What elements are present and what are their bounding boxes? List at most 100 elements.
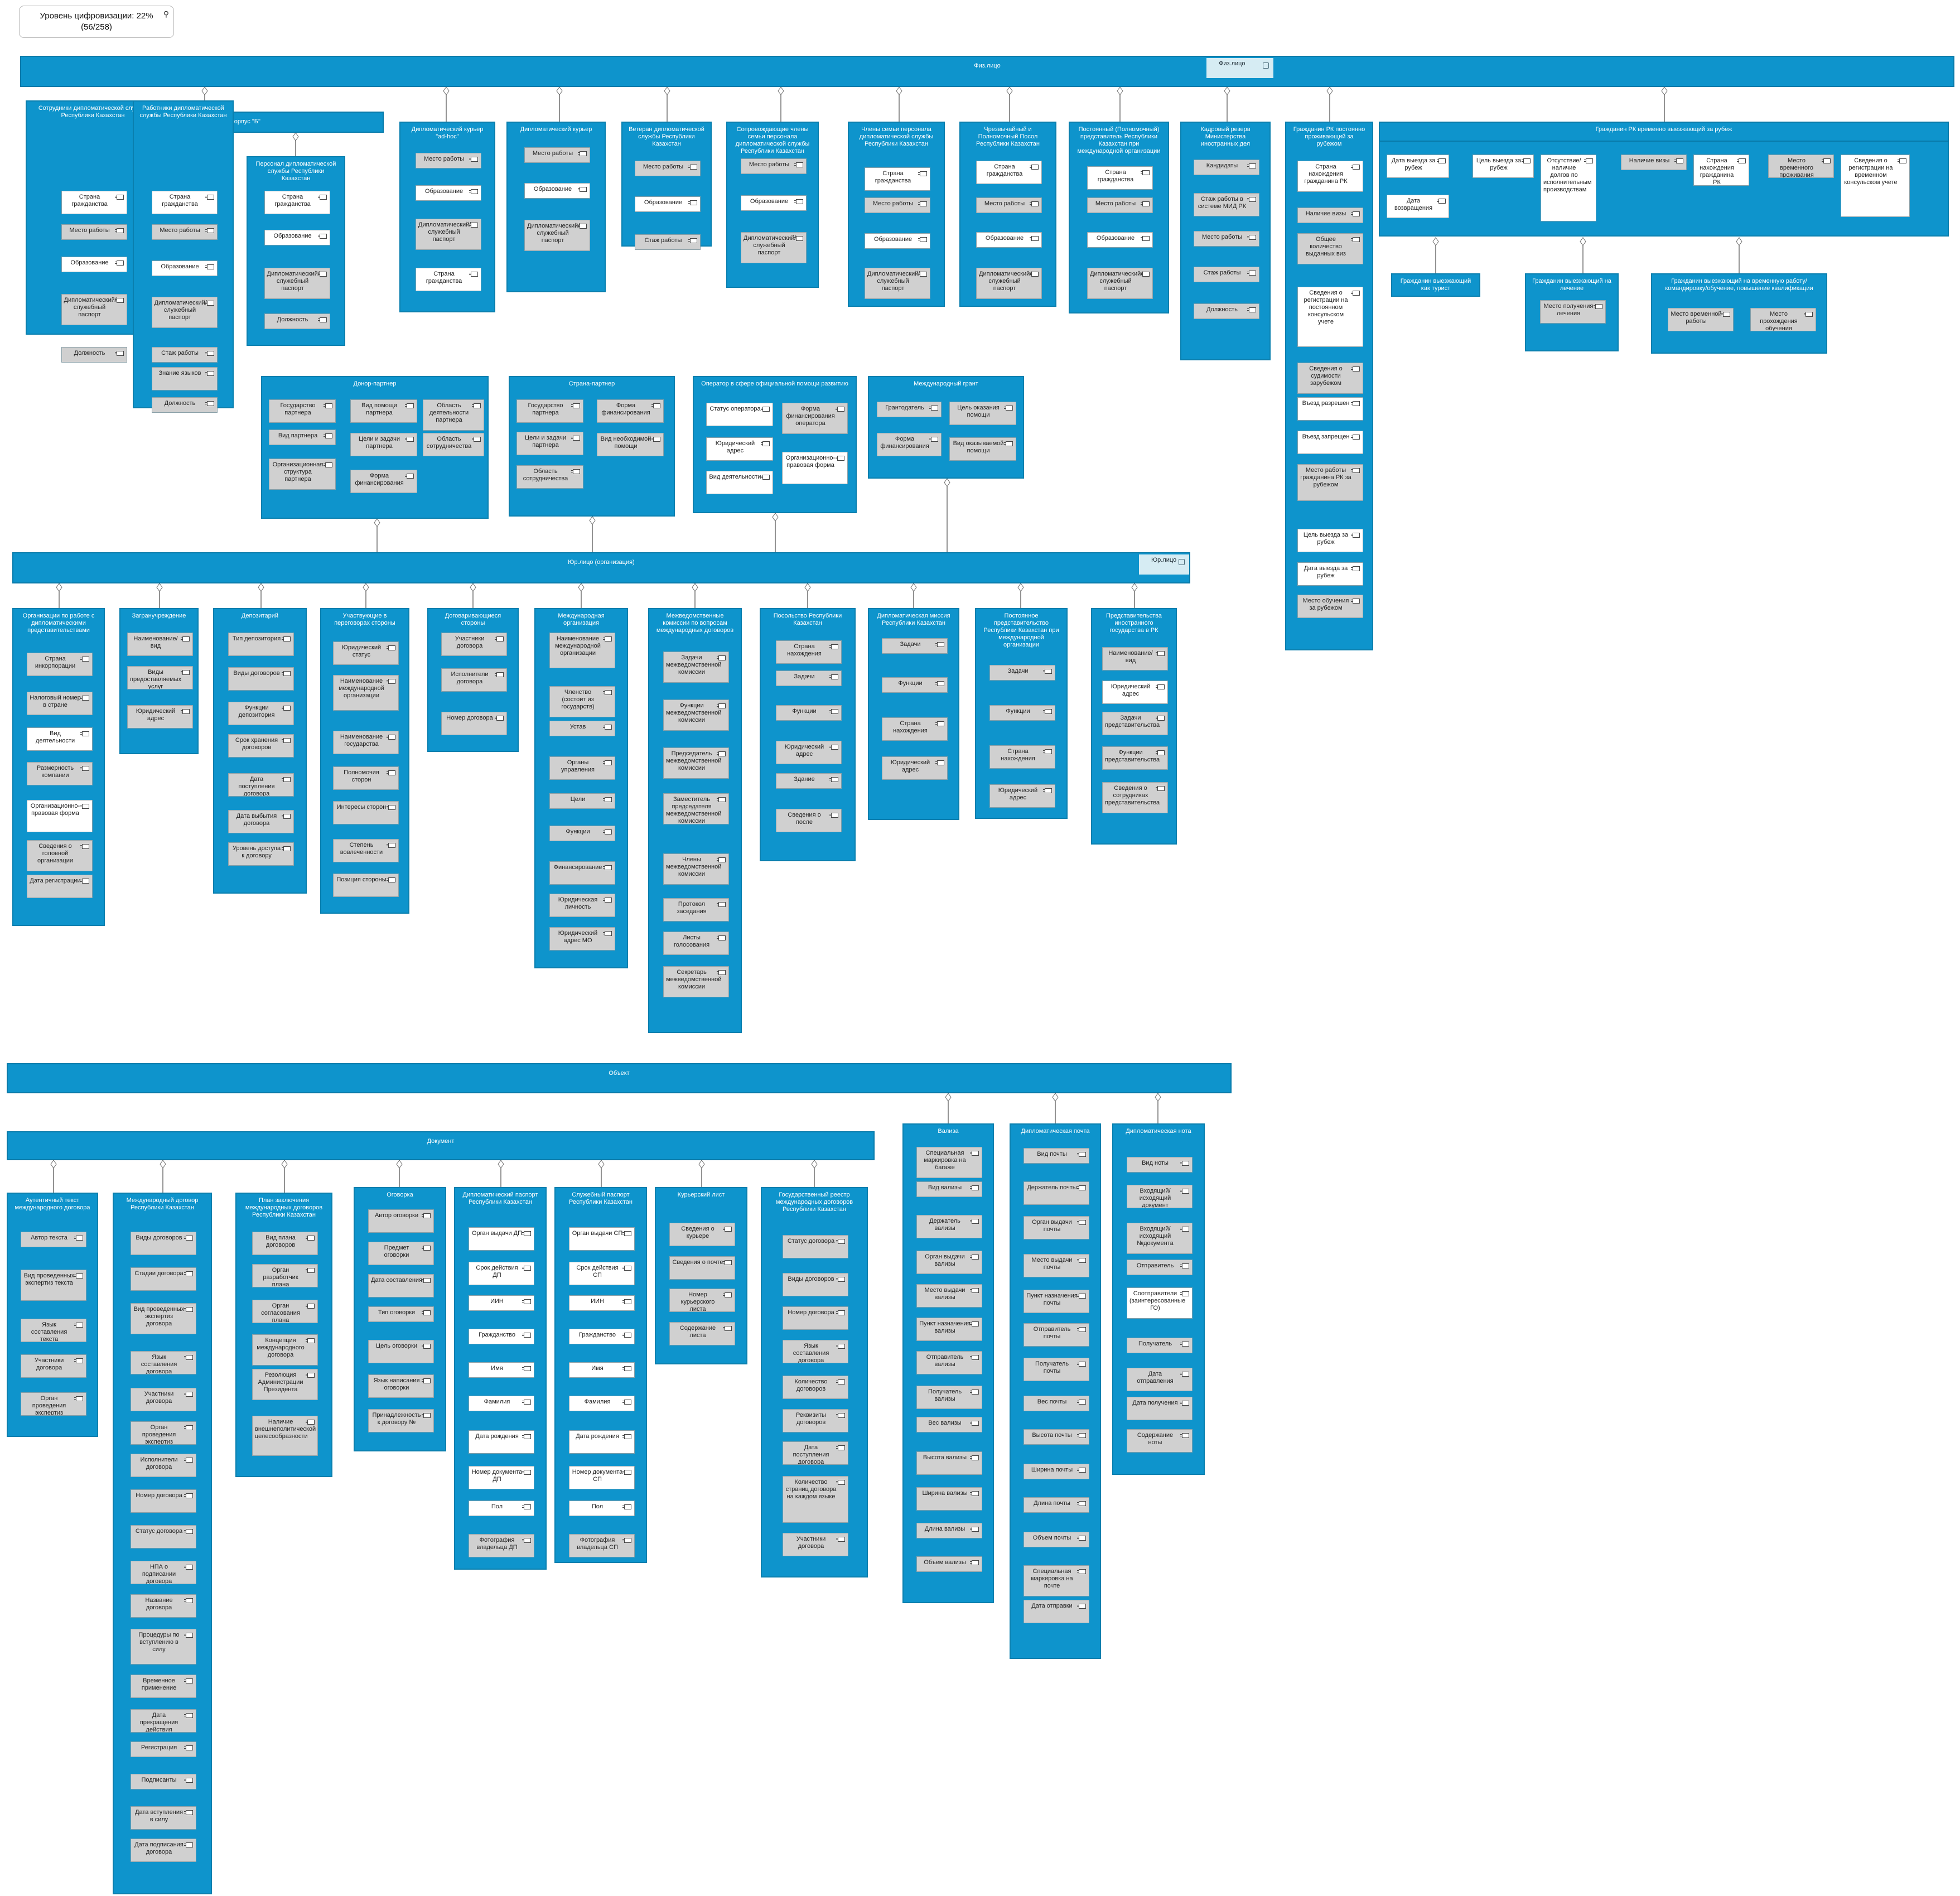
attribute-орган-проведения-экспертиз[interactable]: Орган проведения экспертиз <box>131 1421 196 1445</box>
attribute-страна-инкорпорации[interactable]: Страна инкорпорации <box>27 653 93 676</box>
entity-card[interactable]: Ветеран дипломатической службы Республик… <box>621 122 712 250</box>
attribute-страна-гражданства[interactable]: Страна гражданства <box>61 191 127 214</box>
attribute-исполнители-договора[interactable]: Исполнители договора <box>131 1454 196 1477</box>
attribute-цель-выезда-за-рубеж[interactable]: Цель выезда за рубеж <box>1473 155 1534 178</box>
attribute-фамилия[interactable]: Фамилия <box>469 1396 534 1411</box>
attribute-цель-оказания-помощи[interactable]: Цель оказания помощи <box>949 402 1016 425</box>
attribute-дипломатический-служебный-паспорт[interactable]: Дипломатический/служебный паспорт <box>416 219 481 250</box>
attribute-реквизиты-договоров[interactable]: Реквизиты договоров <box>783 1409 848 1432</box>
attribute-регистрация[interactable]: Регистрация <box>131 1741 196 1757</box>
attribute-страна-гражданства[interactable]: Страна гражданства <box>416 268 481 291</box>
group-bar-yur-lico[interactable]: Юр.лицо (организация) Юр.лицо <box>12 552 1190 583</box>
attribute-дипломатический-служебный-паспорт[interactable]: Дипломатический/служебный паспорт <box>61 294 127 325</box>
attribute-область-сотрудничества[interactable]: Область сотрудничества <box>423 433 484 456</box>
attribute-автор-оговорки[interactable]: Автор оговорки <box>368 1209 434 1233</box>
attribute-цель-оговорки[interactable]: Цель оговорки <box>368 1340 434 1363</box>
attribute-наименование-международной-организации[interactable]: Наименование международной организации <box>549 633 615 668</box>
attribute-название-договора[interactable]: Название договора <box>131 1594 196 1618</box>
attribute-вес-почты[interactable]: Вес почты <box>1024 1396 1089 1411</box>
attribute-дата-рождения[interactable]: Дата рождения <box>569 1430 635 1454</box>
attribute-вид-необходимой-помощи[interactable]: Вид необходимой помощи <box>597 433 664 456</box>
attribute-дата-вступления-в-силу[interactable]: Дата вступления в силу <box>131 1806 196 1830</box>
attribute-юридический-статус[interactable]: Юридический статус <box>333 641 399 665</box>
attribute-страна-гражданства[interactable]: Страна гражданства <box>1087 166 1153 190</box>
attribute-место-работы[interactable]: Место работы <box>1087 197 1153 213</box>
attribute-получатель-почты[interactable]: Получатель почты <box>1024 1358 1089 1381</box>
attribute-сведения-о-судимости-зарубежом[interactable]: Сведения о судимости зарубежом <box>1297 363 1363 394</box>
attribute-место-выдачи-почты[interactable]: Место выдачи почты <box>1024 1254 1089 1277</box>
attribute-страна-нахождения[interactable]: Страна нахождения <box>882 717 948 741</box>
attribute-сведения-о-головной-организации[interactable]: Сведения о головной организации <box>27 840 93 871</box>
attribute-общее-количество-выданных-виз[interactable]: Общее количество выданных виз <box>1297 233 1363 264</box>
attribute-наименование-вид[interactable]: Наименование/вид <box>127 633 193 656</box>
attribute-стаж-работы[interactable]: Стаж работы <box>635 234 701 250</box>
attribute-участники-договора[interactable]: Участники договора <box>783 1533 848 1556</box>
attribute-статус-договора[interactable]: Статус договора <box>783 1235 848 1258</box>
group-bar-temp-vyezd[interactable]: Гражданин РК временно выезжающий за рубе… <box>1379 122 1949 142</box>
attribute-орган-выдачи-почты[interactable]: Орган выдачи почты <box>1024 1216 1089 1239</box>
attribute-финансирование[interactable]: Финансирование <box>549 861 615 885</box>
entity-card[interactable]: Организации по работе с дипломатическими… <box>12 608 105 926</box>
attribute-участники-договора[interactable]: Участники договора <box>441 633 507 656</box>
attribute-объем-вализы[interactable]: Объем вализы <box>916 1556 982 1572</box>
attribute-юридический-адрес[interactable]: Юридический адрес <box>706 437 773 461</box>
attribute-юридический-адрес[interactable]: Юридический адрес <box>776 741 842 764</box>
attribute-место-работы[interactable]: Место работы <box>865 197 930 213</box>
attribute-место-прохождения-обучения[interactable]: Место прохождения обучения <box>1750 308 1816 331</box>
attribute-место-работы[interactable]: Место работы <box>635 161 701 176</box>
attribute-задачи[interactable]: Задачи <box>989 665 1055 681</box>
attribute-юридический-адрес[interactable]: Юридический адрес <box>127 705 193 729</box>
attribute-дата-отправки[interactable]: Дата отправки <box>1024 1600 1089 1623</box>
attribute-вид-деятельности[interactable]: Вид деятельности <box>706 471 773 494</box>
attribute-дата-возвращения[interactable]: Дата возвращения <box>1387 195 1449 218</box>
attribute-задачи-межведомственной-комиссии[interactable]: Задачи межведомственной комиссии <box>663 652 729 683</box>
attribute-место-получения-лечения[interactable]: Место получения лечения <box>1540 300 1606 324</box>
attribute-образование[interactable]: Образование <box>416 185 481 201</box>
attribute-государство-партнера[interactable]: Государство партнера <box>516 399 583 423</box>
attribute-вид-помощи-партнера[interactable]: Вид помощи партнера <box>350 399 417 423</box>
attribute-номер-курьерского-листа[interactable]: Номер курьерского листа <box>669 1289 735 1312</box>
attribute-организационно-правовая-форма[interactable]: Организационно-правовая форма <box>27 800 93 832</box>
attribute-протокол-заседания[interactable]: Протокол заседания <box>663 898 729 922</box>
attribute-количество-страниц-договора-на-каждом-яз[interactable]: Количество страниц договора на каждом яз… <box>783 1476 848 1523</box>
attribute-страна-нахождения[interactable]: Страна нахождения <box>776 640 842 664</box>
attribute-въезд-запрещен[interactable]: Въезд запрещен <box>1297 431 1363 454</box>
attribute-держатель-почты[interactable]: Держатель почты <box>1024 1181 1089 1205</box>
attribute-сведения-о-после[interactable]: Сведения о после <box>776 809 842 832</box>
attribute-количество-договоров[interactable]: Количество договоров <box>783 1376 848 1399</box>
attribute-юридическая-личность[interactable]: Юридическая личность <box>549 894 615 917</box>
attribute-вид-проведенных-экспертиз-договора[interactable]: Вид проведенных экспертиз договора <box>131 1303 196 1334</box>
attribute-входящий-исходящий-документ[interactable]: Входящий/исходящий документ <box>1127 1185 1193 1208</box>
attribute-место-обучения-за-рубежом[interactable]: Место обучения за рубежом <box>1297 595 1363 618</box>
attribute-номер-договора[interactable]: Номер договора <box>131 1489 196 1513</box>
attribute-задачи-представительства[interactable]: Задачи представительства <box>1102 712 1168 735</box>
attribute-дата-получения[interactable]: Дата получения <box>1127 1397 1193 1420</box>
attribute-пол[interactable]: Пол <box>569 1501 635 1516</box>
attribute-орган-выдачи-сп[interactable]: Орган выдачи СП <box>569 1227 635 1251</box>
attribute-полномочия-сторон[interactable]: Полномочия сторон <box>333 766 399 790</box>
attribute-получатель[interactable]: Получатель <box>1127 1338 1193 1353</box>
attribute-председатель-межведомственной-комиссии[interactable]: Председатель межведомственной комиссии <box>663 747 729 779</box>
attribute-форма-финансирования[interactable]: Форма финансирования <box>350 470 417 493</box>
attribute-страна-нахождения-гражданина-рк[interactable]: Страна нахождения гражданина РК <box>1693 155 1749 186</box>
attribute-интересы-сторон[interactable]: Интересы сторон <box>333 801 399 824</box>
attribute-вид-ноты[interactable]: Вид ноты <box>1127 1157 1193 1173</box>
attribute-срок-действия-сп[interactable]: Срок действия СП <box>569 1262 635 1285</box>
attribute-номер-договора[interactable]: Номер договора <box>441 712 507 735</box>
attribute-дата-выбытия-договора[interactable]: Дата выбытия договора <box>228 810 294 833</box>
attribute-образование[interactable]: Образование <box>264 230 330 245</box>
attribute-функции-депозитория[interactable]: Функции депозитория <box>228 702 294 725</box>
attribute-сведения-о-регистрации-на-постоянном-кон[interactable]: Сведения о регистрации на постоянном кон… <box>1297 287 1363 347</box>
attribute-страна-гражданства[interactable]: Страна гражданства <box>865 167 930 191</box>
attribute-дипломатический-служебный-паспорт[interactable]: Дипломатический/служебный паспорт <box>524 220 590 251</box>
attribute-наименование-вид[interactable]: Наименование/вид <box>1102 647 1168 670</box>
